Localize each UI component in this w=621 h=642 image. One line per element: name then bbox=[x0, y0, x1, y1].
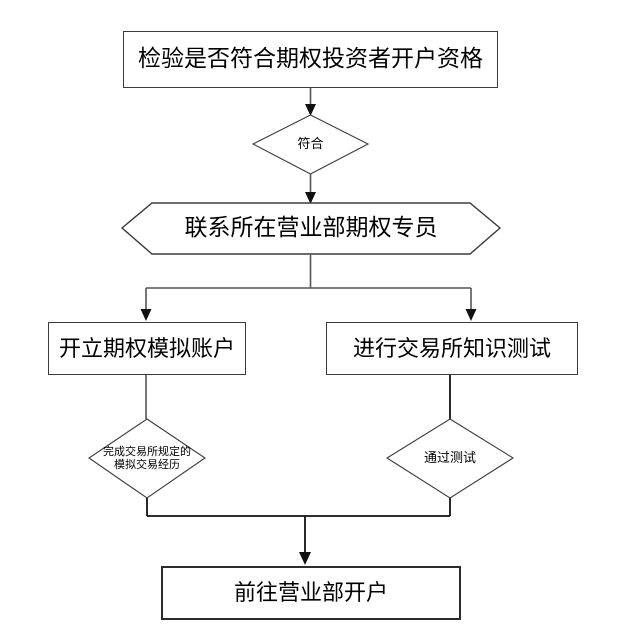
edge-contact-split bbox=[140, 254, 477, 321]
node-go-to-branch-box[interactable] bbox=[161, 566, 461, 620]
node-contact-specialist-shape bbox=[120, 202, 502, 255]
edge-merge-to-branch bbox=[146, 498, 451, 565]
node-decision-qualified-shape bbox=[251, 114, 370, 175]
edge-decision-qualified-to-contact bbox=[305, 174, 316, 204]
node-decision-passed-test-shape bbox=[385, 418, 515, 499]
edge-verify-to-decision-qualified bbox=[305, 88, 316, 116]
node-verify-qualification-box[interactable] bbox=[123, 31, 498, 88]
node-exchange-knowledge-test-box[interactable] bbox=[326, 322, 578, 375]
node-open-sim-account-box[interactable] bbox=[48, 322, 246, 375]
node-decision-sim-experience-shape bbox=[88, 418, 206, 499]
